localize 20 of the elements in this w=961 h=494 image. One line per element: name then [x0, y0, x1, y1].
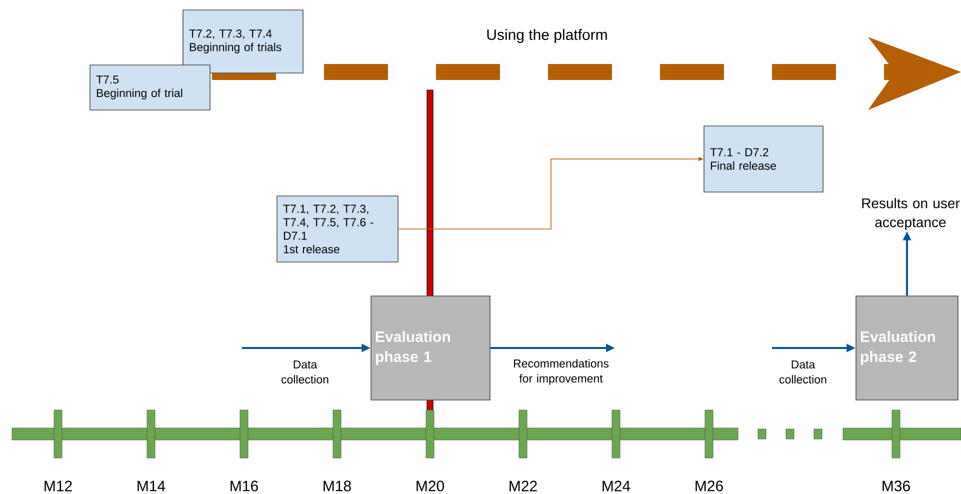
milestone-label: M12: [44, 480, 72, 492]
edge-label: Recommendations for improvement: [514, 359, 608, 385]
milestone-label: M22: [510, 480, 537, 492]
milestone-label: M18: [324, 480, 351, 492]
edge-label: Data collection: [282, 360, 328, 384]
milestone-label: M36: [882, 480, 910, 492]
milestone-label: M16: [230, 480, 258, 492]
milestone-label: M24: [602, 480, 630, 492]
result-text: Results on user acceptance: [862, 198, 960, 230]
milestone-label: M14: [138, 480, 166, 492]
task-box: T7.1 - D7.2 Final release: [704, 126, 824, 192]
arrow-caption: Using the platform: [487, 29, 607, 43]
task-box: T7.1, T7.2, T7.3, T7.4, T7.5, T7.6 - D7.1 1st release: [276, 196, 398, 262]
milestone-label: M20: [416, 480, 444, 492]
milestone-label: M26: [696, 480, 723, 492]
phase-box: Evaluation phase 1: [370, 296, 490, 400]
task-box: T7.5 Beginning of trial: [90, 64, 210, 110]
edge-label: Data collection: [780, 360, 826, 384]
task-box: T7.2, T7.3, T7.4 Beginning of trials: [182, 10, 304, 74]
phase-box: Evaluation phase 2: [856, 296, 958, 400]
